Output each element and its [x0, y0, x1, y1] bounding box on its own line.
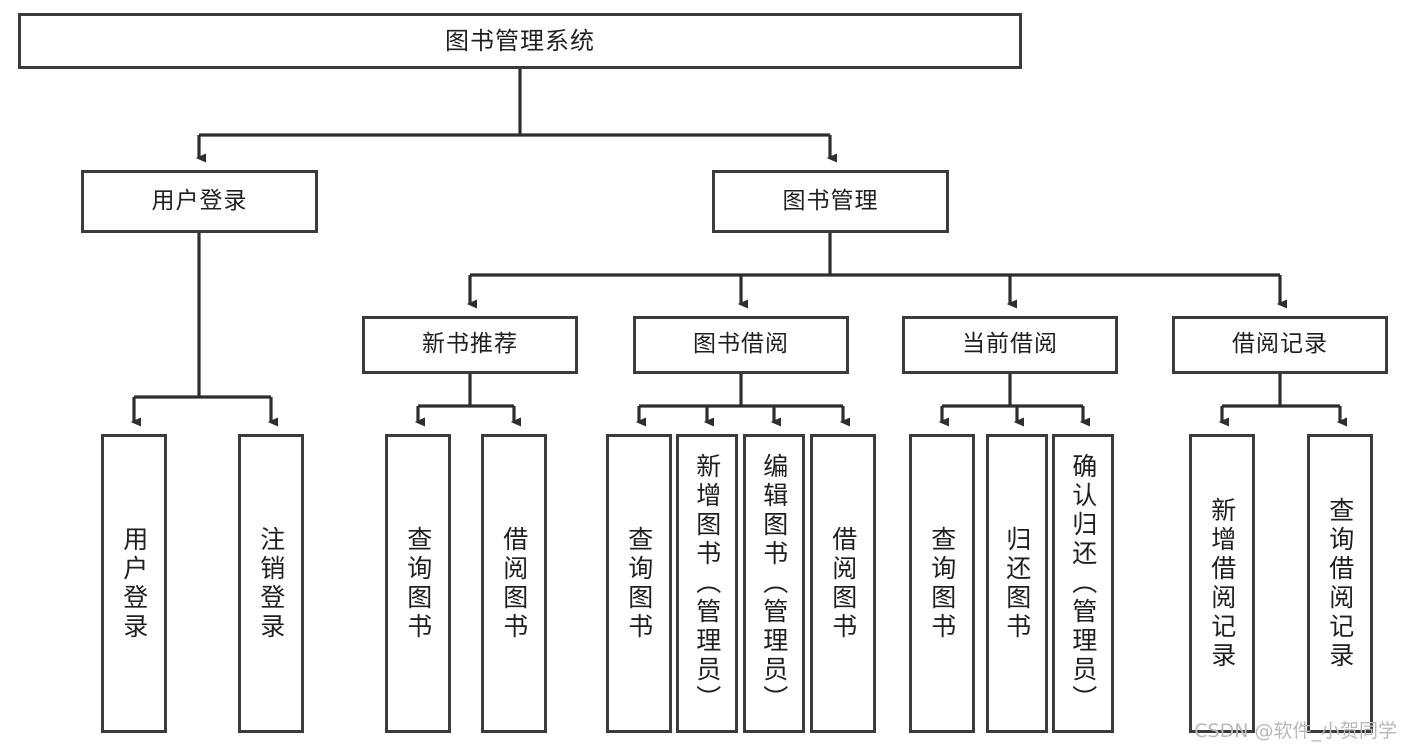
node-label: 图书管理系统 — [445, 26, 595, 55]
node-leaf-add-borrow-record[interactable]: 新增借阅记录 — [1189, 434, 1255, 733]
node-leaf-query-book-borrow[interactable]: 查询图书 — [606, 434, 672, 733]
node-leaf-user-login[interactable]: 用户登录 — [101, 434, 167, 733]
node-label: 查询图书 — [624, 525, 654, 642]
node-book-borrow[interactable]: 图书借阅 — [633, 316, 849, 374]
node-leaf-query-borrow-record[interactable]: 查询借阅记录 — [1307, 434, 1373, 733]
node-label: 新增图书（管理员） — [692, 453, 722, 714]
node-label: 图书借阅 — [693, 331, 789, 358]
node-label: 新书推荐 — [422, 331, 518, 358]
node-label: 编辑图书（管理员） — [759, 453, 789, 714]
node-current-borrow[interactable]: 当前借阅 — [902, 316, 1118, 374]
node-borrow-record[interactable]: 借阅记录 — [1172, 316, 1388, 374]
node-label: 新增借阅记录 — [1207, 496, 1237, 671]
node-leaf-query-book-recommend[interactable]: 查询图书 — [385, 434, 451, 733]
node-user-login[interactable]: 用户登录 — [81, 170, 318, 233]
node-label: 用户登录 — [119, 525, 149, 642]
node-label: 归还图书 — [1002, 525, 1032, 642]
node-leaf-edit-book-admin[interactable]: 编辑图书（管理员） — [743, 434, 805, 733]
node-new-book-recommend[interactable]: 新书推荐 — [362, 316, 578, 374]
node-book-management[interactable]: 图书管理 — [712, 170, 949, 233]
node-label: 用户登录 — [151, 187, 248, 214]
node-root-system[interactable]: 图书管理系统 — [18, 13, 1022, 69]
node-label: 借阅记录 — [1232, 331, 1328, 358]
watermark-text: CSDN @软件_小贺同学 — [1194, 720, 1397, 742]
node-leaf-query-book-current[interactable]: 查询图书 — [909, 434, 975, 733]
node-leaf-logout[interactable]: 注销登录 — [238, 434, 304, 733]
node-label: 查询图书 — [927, 525, 957, 642]
node-leaf-borrow-book[interactable]: 借阅图书 — [810, 434, 876, 733]
node-label: 图书管理 — [782, 187, 879, 214]
node-leaf-confirm-return-admin[interactable]: 确认归还（管理员） — [1052, 434, 1114, 733]
node-leaf-add-book-admin[interactable]: 新增图书（管理员） — [676, 434, 738, 733]
node-label: 查询借阅记录 — [1325, 496, 1355, 671]
node-label: 注销登录 — [256, 525, 286, 642]
node-label: 查询图书 — [403, 525, 433, 642]
node-label: 确认归还（管理员） — [1068, 453, 1098, 714]
node-leaf-borrow-book-recommend[interactable]: 借阅图书 — [481, 434, 547, 733]
node-label: 借阅图书 — [499, 525, 529, 642]
node-leaf-return-book[interactable]: 归还图书 — [986, 434, 1048, 733]
node-label: 当前借阅 — [962, 331, 1058, 358]
node-label: 借阅图书 — [828, 525, 858, 642]
